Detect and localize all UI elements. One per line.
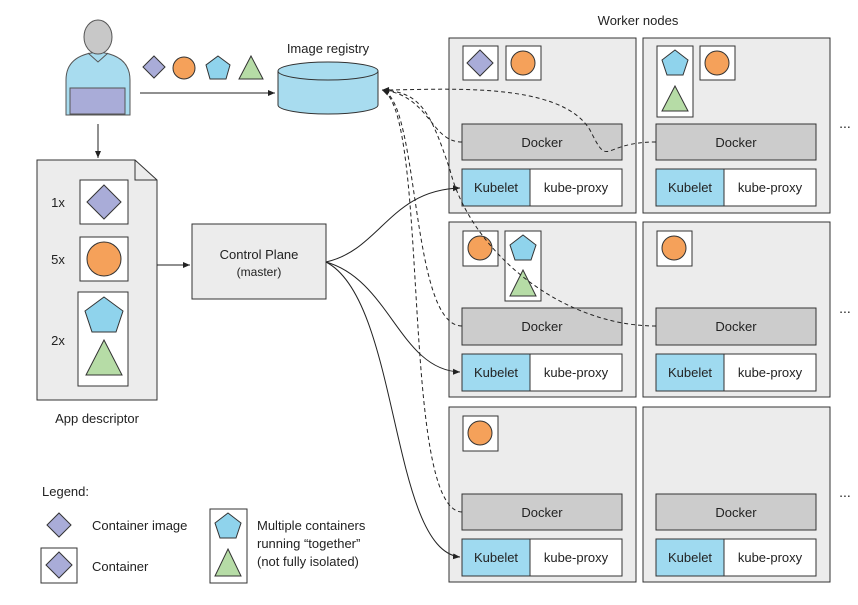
kube-proxy-label: kube-proxy xyxy=(544,365,609,380)
legend-container: Container xyxy=(92,559,149,574)
triangle-icon xyxy=(85,338,123,376)
kubelet-box xyxy=(461,168,531,207)
count-2x: 2x xyxy=(51,333,65,348)
master-label: (master) xyxy=(237,265,282,279)
legend-title: Legend: xyxy=(42,484,89,499)
kubelet-label: Kubelet xyxy=(474,365,518,380)
kubelet-label: Kubelet xyxy=(668,550,712,565)
control-plane-label: Control Plane xyxy=(220,247,299,262)
docker-box xyxy=(461,493,623,531)
pentagon-icon xyxy=(205,55,231,80)
docker-box xyxy=(461,123,623,161)
more-nodes-ellipsis: ... xyxy=(839,300,851,316)
app-descriptor-label: App descriptor xyxy=(55,411,139,426)
kube-proxy-label: kube-proxy xyxy=(544,550,609,565)
pentagon-icon xyxy=(214,512,242,539)
docker-label: Docker xyxy=(715,319,757,334)
image-registry-label: Image registry xyxy=(287,41,370,56)
docker-box xyxy=(461,307,623,346)
legend-container-image: Container image xyxy=(92,518,187,533)
more-nodes-ellipsis: ... xyxy=(839,115,851,131)
more-nodes-ellipsis: ... xyxy=(839,484,851,500)
kubelet-box xyxy=(461,538,531,577)
triangle-icon xyxy=(509,268,537,297)
pentagon-icon xyxy=(661,49,689,76)
kubelet-label: Kubelet xyxy=(474,180,518,195)
container-image-legend-icon xyxy=(46,512,72,538)
kubelet-box xyxy=(655,353,725,392)
control-plane-connections xyxy=(325,185,461,560)
container-legend-icon xyxy=(45,551,73,579)
kube-proxy-label: kube-proxy xyxy=(738,180,803,195)
docker-label: Docker xyxy=(521,319,563,334)
circle-icon xyxy=(467,235,493,261)
diamond-icon xyxy=(466,49,494,77)
circle-icon xyxy=(467,420,493,446)
legend-multi-line1: Multiple containers xyxy=(257,518,366,533)
worker-nodes-label: Worker nodes xyxy=(598,13,679,28)
docker-box xyxy=(655,123,817,161)
count-5x: 5x xyxy=(51,252,65,267)
triangle-icon xyxy=(661,84,689,112)
docker-label: Docker xyxy=(521,505,563,520)
pentagon-icon xyxy=(84,296,124,333)
kubelet-box xyxy=(655,168,725,207)
diamond-icon xyxy=(86,184,122,220)
developer-icon xyxy=(65,19,131,116)
legend-multi-line2: running “together” xyxy=(257,536,360,551)
circle-icon xyxy=(704,50,730,76)
kubelet-label: Kubelet xyxy=(474,550,518,565)
kube-proxy-label: kube-proxy xyxy=(738,365,803,380)
circle-icon xyxy=(172,56,196,80)
circle-icon xyxy=(661,235,687,261)
triangle-icon xyxy=(238,54,264,80)
kube-proxy-label: kube-proxy xyxy=(544,180,609,195)
kubelet-box xyxy=(655,538,725,577)
image-registry xyxy=(277,61,379,115)
circle-icon xyxy=(86,241,122,277)
kubelet-box xyxy=(461,353,531,392)
pentagon-icon xyxy=(509,234,537,261)
legend-multi-line3: (not fully isolated) xyxy=(257,554,359,569)
pushed-images xyxy=(142,54,264,80)
diamond-icon xyxy=(142,55,166,79)
kubelet-label: Kubelet xyxy=(668,180,712,195)
circle-icon xyxy=(510,50,536,76)
image-pull-connections xyxy=(381,86,657,513)
docker-label: Docker xyxy=(715,505,757,520)
app-descriptor xyxy=(36,159,158,401)
docker-box xyxy=(655,493,817,531)
docker-box xyxy=(655,307,817,346)
docker-label: Docker xyxy=(715,135,757,150)
docker-label: Docker xyxy=(521,135,563,150)
kube-proxy-label: kube-proxy xyxy=(738,550,803,565)
count-1x: 1x xyxy=(51,195,65,210)
triangle-icon xyxy=(214,547,242,577)
kubelet-label: Kubelet xyxy=(668,365,712,380)
